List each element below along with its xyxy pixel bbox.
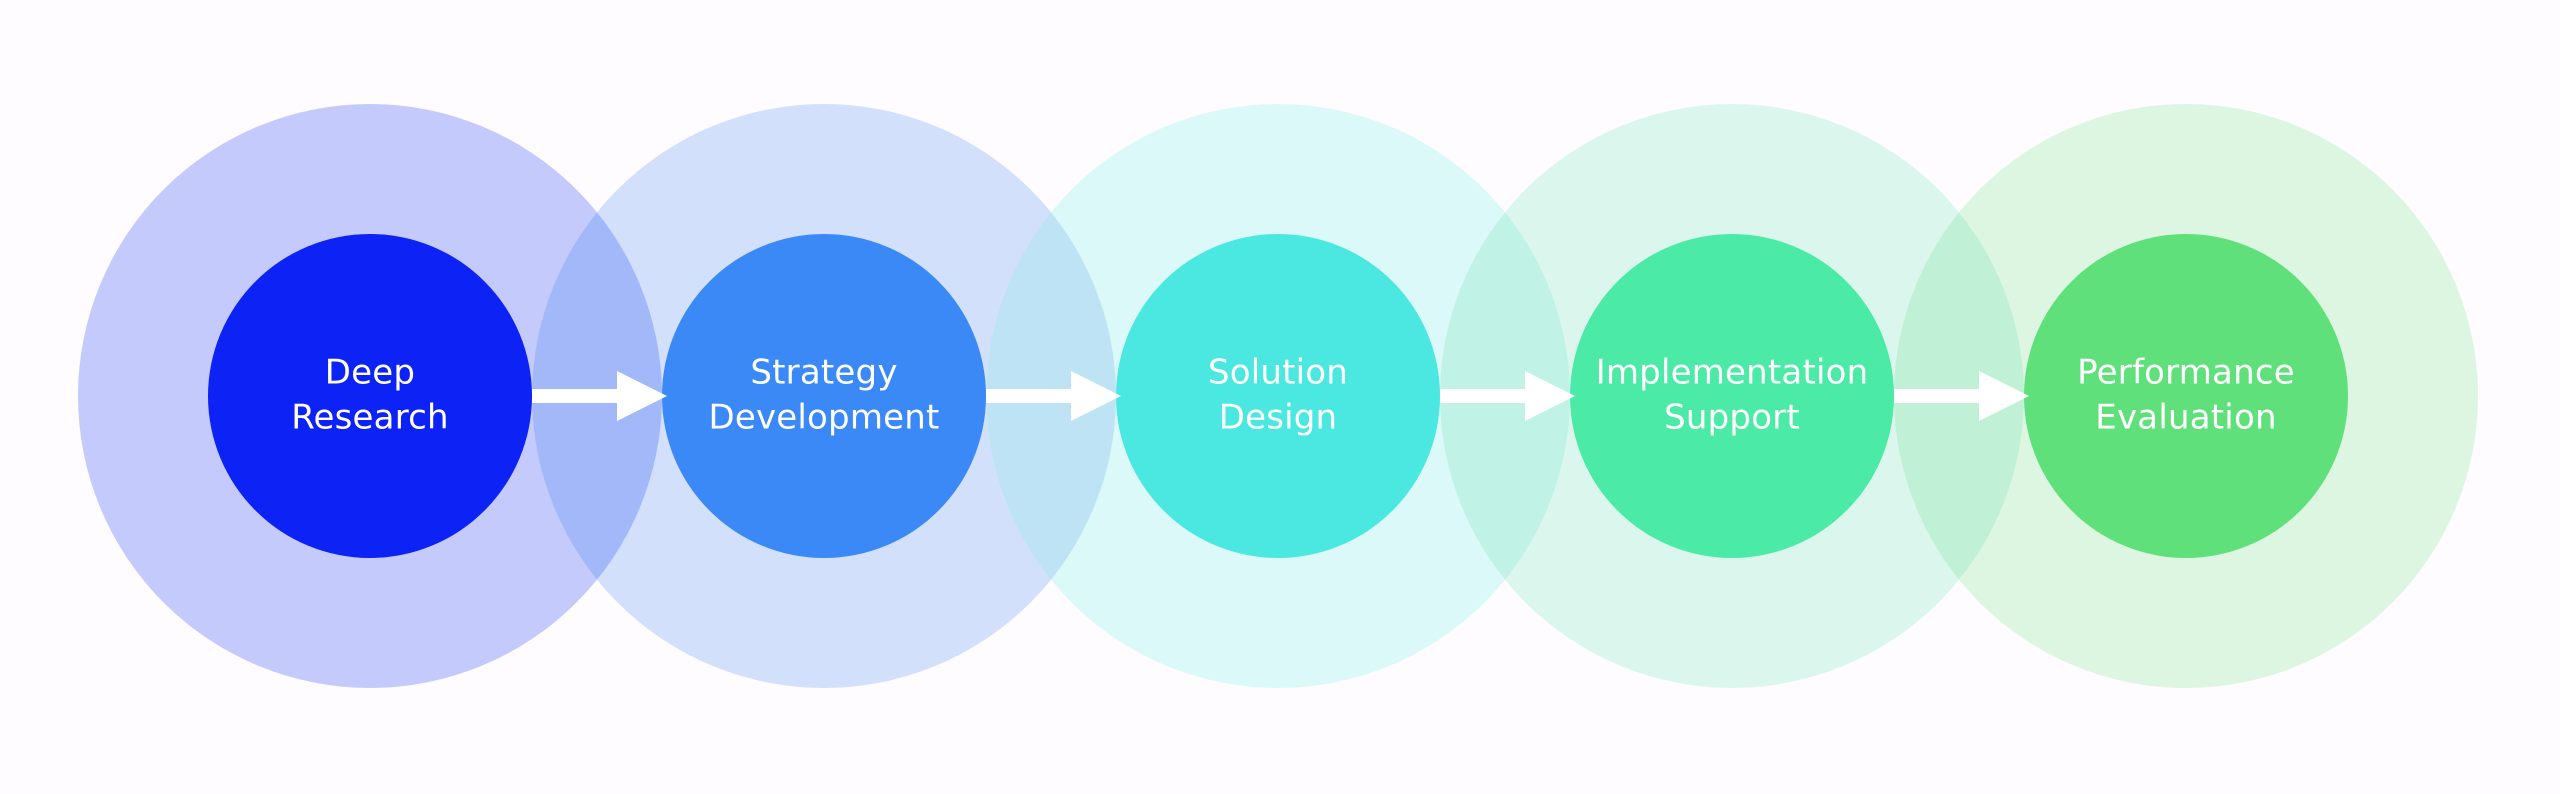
stage-label-line: Performance — [2077, 353, 2295, 393]
arrow-shaft — [1440, 389, 1526, 403]
inner-circles-layer — [208, 234, 2348, 558]
arrow-head — [1525, 371, 1575, 421]
arrow-right-icon — [1440, 371, 1575, 421]
arrow-shaft — [532, 389, 618, 403]
stage-node-2 — [662, 234, 986, 558]
stage-label-line: Deep — [325, 353, 415, 393]
stage-label-line: Evaluation — [2095, 398, 2276, 438]
arrow-head — [1071, 371, 1121, 421]
arrow-shaft — [1894, 389, 1980, 403]
arrow-right-icon — [532, 371, 667, 421]
stage-label-line: Development — [708, 398, 939, 438]
arrow-shaft — [986, 389, 1072, 403]
stage-node-4 — [1570, 234, 1894, 558]
stage-label-line: Research — [291, 398, 449, 438]
connectors-layer — [532, 371, 2029, 421]
labels-layer: DeepResearchStrategyDevelopmentSolutionD… — [291, 353, 2295, 438]
arrow-head — [1979, 371, 2029, 421]
stage-node-5 — [2024, 234, 2348, 558]
stage-node-3 — [1116, 234, 1440, 558]
arrow-head — [617, 371, 667, 421]
arrow-right-icon — [986, 371, 1121, 421]
stage-label-line: Implementation — [1596, 353, 1869, 393]
stage-label-line: Design — [1219, 398, 1338, 438]
stage-label-line: Strategy — [750, 353, 897, 393]
arrow-right-icon — [1894, 371, 2029, 421]
stage-node-1 — [208, 234, 532, 558]
stage-label-line: Solution — [1208, 353, 1348, 393]
stage-label-line: Support — [1664, 398, 1800, 438]
